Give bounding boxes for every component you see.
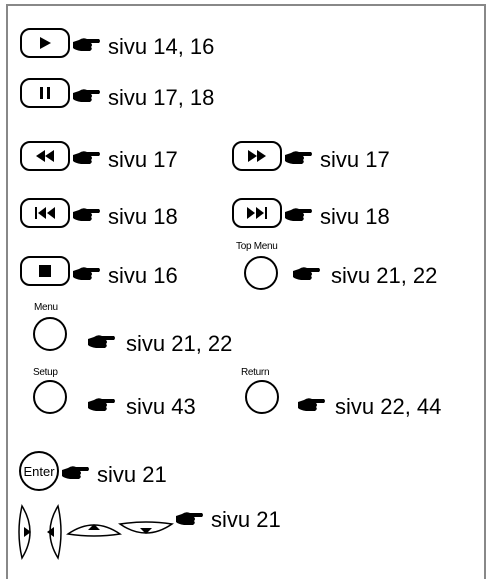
pointing-hand-icon — [73, 38, 100, 51]
rewind-button[interactable] — [20, 141, 70, 171]
arrows-page-ref: sivu 21 — [211, 507, 281, 532]
reference-panel — [6, 4, 486, 579]
setup-page-ref: sivu 43 — [126, 394, 196, 419]
fast-forward-page-ref: sivu 17 — [320, 147, 390, 172]
skip-next-page-ref: sivu 18 — [320, 204, 390, 229]
arrow-left-button[interactable] — [38, 504, 64, 560]
pointing-hand-icon — [73, 208, 100, 221]
enter-button[interactable]: Enter — [19, 451, 59, 491]
pointing-hand-icon — [62, 466, 89, 479]
arrow-right-button[interactable] — [14, 504, 40, 560]
pointing-hand-icon — [88, 398, 115, 411]
return-label: Return — [241, 367, 270, 378]
play-button[interactable] — [20, 28, 70, 58]
enter-page-ref: sivu 21 — [97, 462, 167, 487]
pointing-hand-icon — [73, 267, 100, 280]
arrow-down-button[interactable] — [118, 520, 174, 546]
pointing-hand-icon — [285, 208, 312, 221]
pause-page-ref: sivu 17, 18 — [108, 85, 215, 110]
top-menu-button[interactable] — [244, 256, 278, 290]
pointing-hand-icon — [298, 398, 325, 411]
rewind-icon — [36, 150, 54, 162]
return-button[interactable] — [245, 380, 279, 414]
menu-page-ref: sivu 21, 22 — [126, 331, 233, 356]
return-page-ref: sivu 22, 44 — [335, 394, 442, 419]
rewind-page-ref: sivu 17 — [108, 147, 178, 172]
skip-next-icon — [247, 207, 267, 219]
pointing-hand-icon — [73, 151, 100, 164]
fast-forward-icon — [248, 150, 266, 162]
pointing-hand-icon — [285, 151, 312, 164]
top-menu-label: Top Menu — [236, 241, 278, 252]
arrow-up-button[interactable] — [66, 512, 122, 538]
fast-forward-button[interactable] — [232, 141, 282, 171]
skip-previous-button[interactable] — [20, 198, 70, 228]
play-icon — [40, 37, 51, 49]
stop-button[interactable] — [20, 256, 70, 286]
top-menu-page-ref: sivu 21, 22 — [331, 263, 438, 288]
setup-label: Setup — [33, 367, 58, 378]
setup-button[interactable] — [33, 380, 67, 414]
stop-icon — [39, 265, 51, 277]
skip-previous-icon — [35, 207, 55, 219]
menu-label: Menu — [34, 302, 58, 313]
skip-previous-page-ref: sivu 18 — [108, 204, 178, 229]
menu-button[interactable] — [33, 317, 67, 351]
pause-icon — [40, 87, 50, 99]
pointing-hand-icon — [176, 512, 203, 525]
stop-page-ref: sivu 16 — [108, 263, 178, 288]
pointing-hand-icon — [293, 267, 320, 280]
pause-button[interactable] — [20, 78, 70, 108]
play-page-ref: sivu 14, 16 — [108, 34, 215, 59]
pointing-hand-icon — [73, 89, 100, 102]
pointing-hand-icon — [88, 335, 115, 348]
skip-next-button[interactable] — [232, 198, 282, 228]
